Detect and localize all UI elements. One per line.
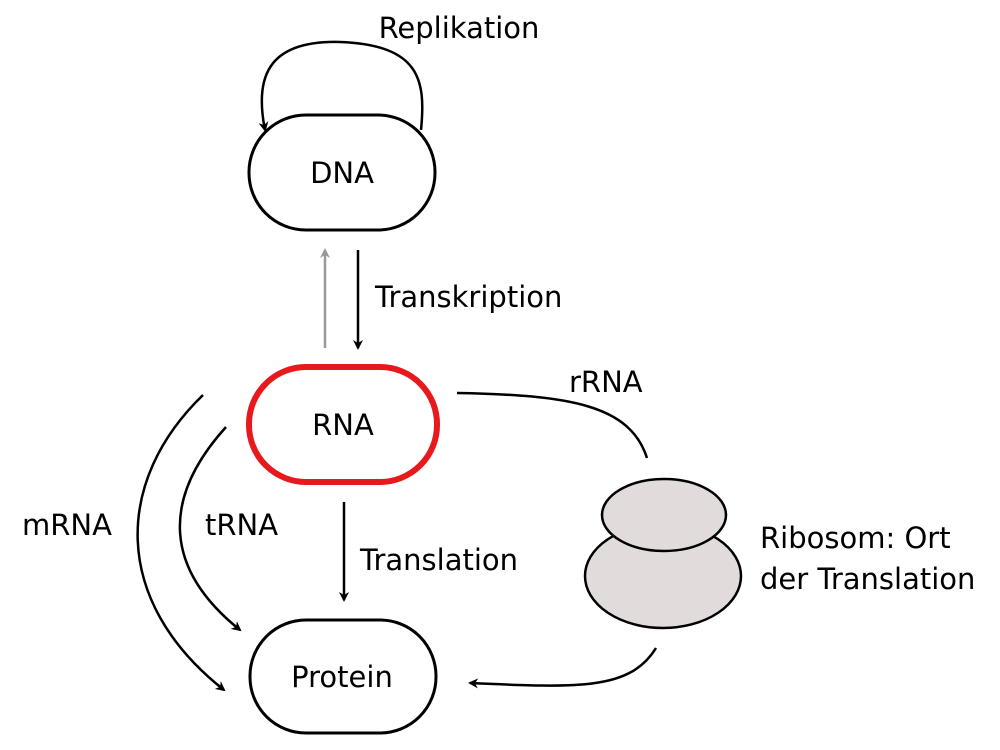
rna-node: RNA [246,364,440,485]
ribosome-to-protein-arrow [468,647,658,689]
ribosome-label-line2: der Translation [760,562,975,596]
replication-label: Replikation [379,11,540,45]
dna-node-shape [247,113,437,232]
translation-label: Translation [359,543,518,577]
protein-node-shape [248,618,438,735]
ribosome-icon [583,477,743,630]
rna-node-shape [246,364,440,485]
rna-node-label: RNA [312,408,374,442]
trna-arrow [178,426,242,632]
transcription-label: Transkription [374,280,562,314]
ribosome-label-line1: Ribosom: Ort [760,521,951,555]
dna-node: DNA [247,113,437,232]
protein-node: Protein [248,618,438,735]
dna-node-label: DNA [310,156,374,190]
trna-label: tRNA [205,508,278,542]
ribosome-small-subunit [600,477,728,553]
mrna-arrow [136,394,226,692]
replication-arrow [258,40,424,132]
rrna-line [456,391,649,459]
rrna-label: rRNA [569,365,643,399]
protein-node-label: Protein [291,660,393,694]
mrna-label: mRNA [22,508,112,542]
